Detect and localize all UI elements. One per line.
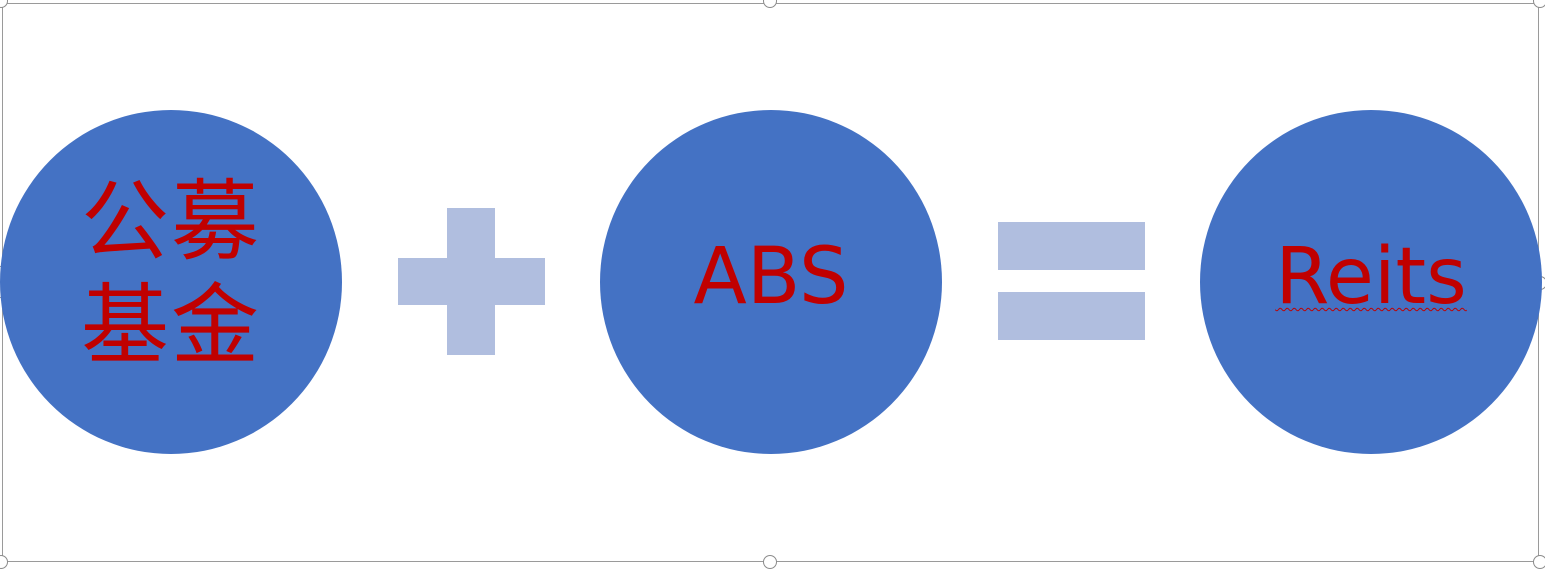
term2-label: ABS: [693, 232, 849, 322]
equals-bottom-bar: [998, 292, 1145, 340]
equals-top-bar: [998, 222, 1145, 270]
term2-circle[interactable]: ABS: [600, 110, 942, 454]
resize-handle-top-right[interactable]: [1533, 0, 1545, 8]
result-circle[interactable]: Reits: [1200, 110, 1542, 454]
term1-label: 公募基金: [80, 170, 261, 377]
plus-vertical-bar: [447, 208, 495, 355]
result-label: Reits: [1275, 232, 1467, 322]
term1-circle[interactable]: 公募基金: [0, 110, 342, 454]
